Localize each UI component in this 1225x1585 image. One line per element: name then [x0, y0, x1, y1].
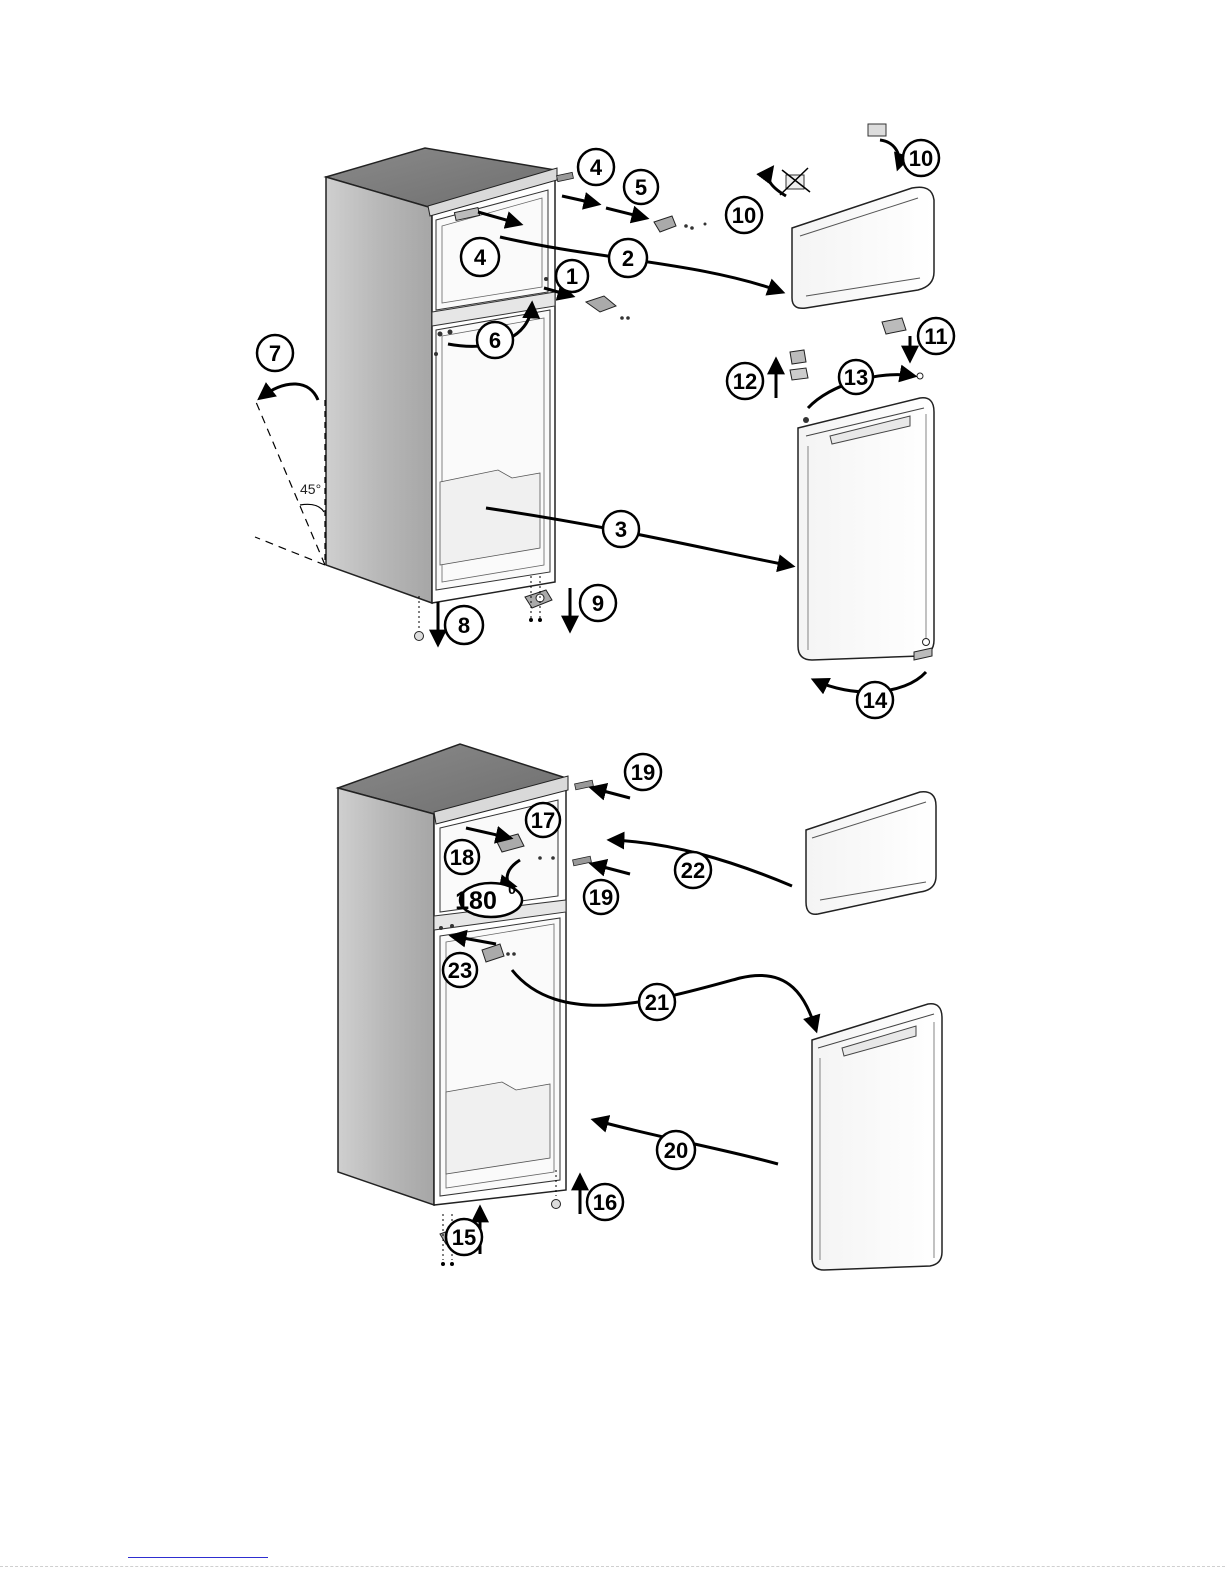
step-number: 19: [631, 760, 655, 785]
fridge-door-removed: [798, 398, 934, 660]
step-marker: 9: [580, 585, 616, 621]
step-marker: 12: [727, 363, 763, 399]
tilt-guide: 45°: [255, 400, 325, 565]
rotation-value: 180: [455, 887, 497, 915]
step-marker: 8: [445, 606, 483, 644]
step-marker: 4: [578, 149, 614, 185]
step-number: 14: [863, 688, 888, 713]
step-number: 11: [924, 324, 947, 349]
step-number: 4: [474, 245, 487, 270]
step-number: 3: [615, 517, 627, 542]
step-marker: 6: [477, 322, 513, 358]
page-bottom-rule: [0, 1566, 1225, 1567]
step-number: 10: [732, 203, 756, 228]
step-number: 20: [664, 1138, 688, 1163]
step-number: 13: [844, 365, 868, 390]
step-number: 1: [566, 264, 578, 289]
tilt-angle-label: 45°: [300, 481, 321, 497]
step-number: 2: [622, 246, 634, 271]
step-marker: 16: [587, 1184, 623, 1220]
step-number: 5: [635, 175, 647, 200]
step-marker: 23: [443, 953, 477, 987]
step-marker: 19: [625, 754, 661, 790]
step-marker: 17: [526, 803, 560, 837]
rotation-unit: 0: [508, 881, 516, 897]
step-marker: 4: [461, 238, 499, 276]
rotation-180-badge: 180 0: [455, 881, 522, 917]
step-number: 22: [681, 858, 705, 883]
step-marker: 18: [445, 840, 479, 874]
step-marker: 13: [839, 360, 873, 394]
step-marker: 1: [556, 260, 588, 292]
step-number: 7: [269, 341, 281, 366]
step-number: 21: [645, 990, 669, 1015]
step-number: 23: [448, 958, 472, 983]
step-number: 15: [452, 1225, 476, 1250]
step-marker: 10: [903, 140, 939, 176]
step-number: 8: [458, 613, 470, 638]
step-marker: 14: [857, 682, 893, 718]
fridge-cabinet-top: [326, 148, 557, 603]
step-number: 12: [733, 369, 757, 394]
step-marker: 15: [446, 1219, 482, 1255]
freezer-door-reinstall: [806, 792, 936, 914]
step-marker: 11: [918, 318, 954, 354]
step-marker: 10: [726, 197, 762, 233]
step-number: 19: [589, 885, 613, 910]
step-number: 9: [592, 591, 604, 616]
step-marker: 19: [584, 880, 618, 914]
step-number: 16: [593, 1190, 617, 1215]
fridge-door-reinstall: [812, 1004, 942, 1270]
step-marker: 22: [675, 852, 711, 888]
step-marker: 5: [624, 170, 658, 204]
footnote-rule: [128, 1557, 268, 1558]
step-number: 6: [489, 328, 501, 353]
step-marker: 7: [257, 335, 293, 371]
step-marker: 20: [657, 1131, 695, 1169]
step-number: 4: [590, 155, 603, 180]
step-marker: 3: [603, 511, 639, 547]
step-number: 10: [909, 146, 933, 171]
step-marker: 21: [639, 984, 675, 1020]
step-number: 17: [531, 808, 555, 833]
step-number: 18: [450, 845, 474, 870]
step-marker: 2: [609, 239, 647, 277]
